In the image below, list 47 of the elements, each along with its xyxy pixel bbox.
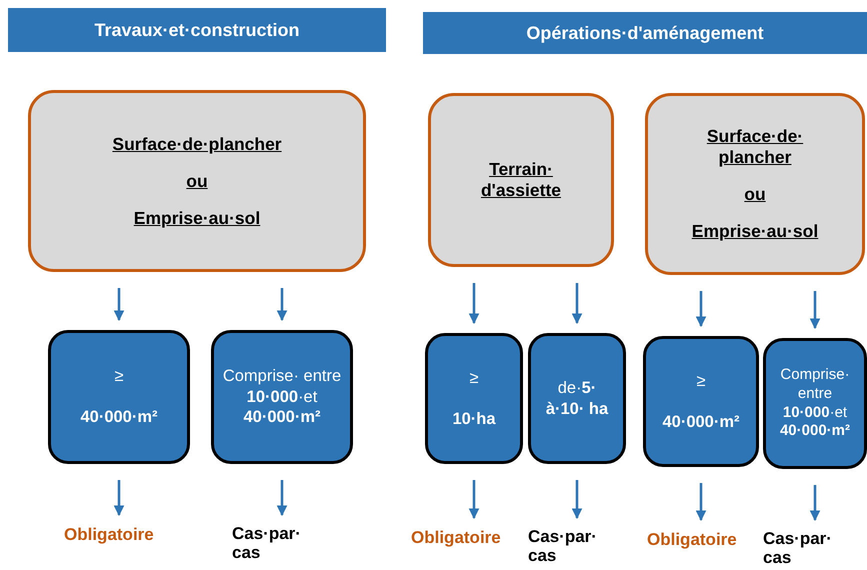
result-text: Obligatoire — [64, 525, 154, 545]
threshold-box — [528, 333, 626, 464]
arrow — [572, 283, 582, 324]
title-band — [423, 12, 867, 54]
heading-text: Opérations·d'aménagement — [526, 22, 764, 44]
arrow — [468, 480, 480, 520]
threshold-box — [425, 333, 523, 464]
criterion-box — [28, 90, 366, 272]
result-text: Cas·par· cas — [232, 525, 302, 562]
box-text: Comprise· entre 10·000·et 40·000·m² — [778, 366, 852, 441]
result-text: Obligatoire — [411, 528, 501, 548]
criterion-box — [645, 93, 865, 275]
box-text: ≥ — [114, 366, 124, 387]
box-text: Emprise·au·sol — [692, 221, 818, 242]
box-text: Terrain· d'assiette — [480, 159, 562, 201]
box-text: Surface·de· plancher — [706, 126, 804, 168]
title-band — [8, 8, 386, 52]
result-text: Cas·par· cas — [528, 528, 598, 566]
result-text: Cas·par· cas — [763, 530, 833, 568]
arrow — [696, 483, 706, 522]
box-text: de·5· à·10· ha — [544, 378, 610, 420]
arrow — [114, 288, 124, 322]
box-text: 40·000·m² — [662, 412, 740, 432]
arrow — [468, 283, 480, 324]
box-text: Surface·de·plancher — [112, 134, 282, 154]
box-text: 10·ha — [452, 408, 496, 430]
arrow — [810, 485, 820, 522]
box-text: Comprise· entre 10·000·et 40·000·m² — [222, 366, 342, 428]
threshold-box — [643, 336, 759, 467]
arrow — [276, 288, 288, 322]
arrow — [810, 291, 820, 330]
threshold-box — [48, 330, 190, 464]
threshold-box — [763, 338, 867, 469]
result-text: Obligatoire — [647, 530, 737, 550]
criterion-box — [428, 93, 614, 267]
threshold-box — [211, 330, 353, 464]
heading-text: Travaux·et·construction — [94, 20, 300, 40]
arrow — [276, 480, 288, 516]
arrow — [696, 291, 706, 328]
box-text: ou — [186, 170, 208, 192]
box-text: Emprise·au·sol — [134, 208, 260, 228]
box-text: 40·000·m² — [80, 407, 158, 428]
box-text: ou — [744, 184, 766, 205]
box-text: ≥ — [469, 368, 479, 388]
arrow — [114, 480, 124, 516]
box-text: ≥ — [696, 370, 706, 392]
arrow — [572, 480, 582, 520]
